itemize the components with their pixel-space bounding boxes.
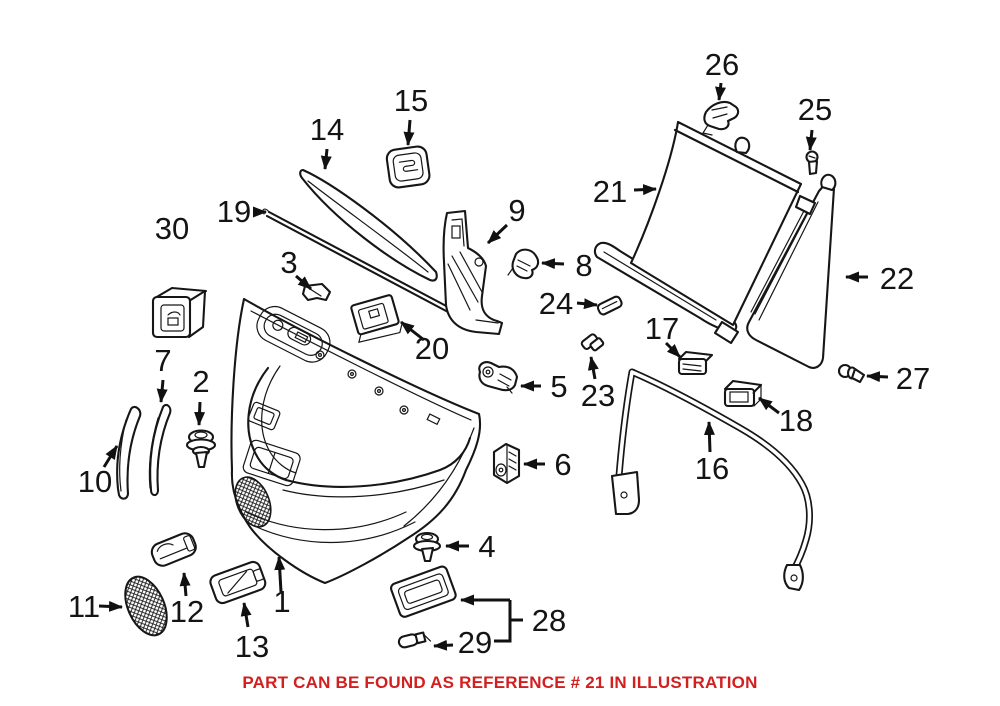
part-label-30: 30 [155, 211, 189, 246]
part-8-bracket [507, 248, 540, 280]
part-label-11: 11 [68, 589, 100, 624]
part-12-switch-trim [150, 532, 197, 567]
part-label-16: 16 [695, 451, 729, 486]
part-5-bracket [478, 361, 519, 394]
reference-caption: PART CAN BE FOUND AS REFERENCE # 21 IN I… [242, 673, 758, 692]
part-label-9: 9 [508, 193, 525, 228]
part-26-blind-clip [702, 100, 740, 136]
part-label-10: 10 [78, 464, 112, 499]
part-15-cap-clip [385, 145, 431, 189]
leader-arrows [98, 82, 889, 651]
part-18-guide-clip [723, 379, 763, 408]
part-14-door-trim-strip [299, 168, 438, 282]
part-1-door-trim-panel [230, 297, 482, 585]
part-label-8: 8 [575, 248, 592, 283]
part-label-26: 26 [705, 47, 739, 82]
part-27-screw [837, 363, 866, 384]
part-24-clip [596, 295, 623, 316]
part-label-13: 13 [235, 629, 269, 664]
part-label-18: 18 [779, 403, 813, 438]
part-label-21: 21 [593, 174, 627, 209]
part-label-17: 17 [645, 311, 679, 346]
part-11-speaker-grille [124, 575, 168, 637]
part-4-push-rivet [412, 531, 442, 563]
part-6-clip-block [492, 442, 521, 485]
part-28-lamp-lens [390, 565, 457, 618]
part-7-trim-strip [148, 403, 172, 497]
part-2-push-rivet [185, 429, 217, 469]
part-label-27: 27 [896, 361, 930, 396]
part-label-2: 2 [192, 364, 209, 399]
part-13-handle-cup [209, 560, 267, 605]
part-label-22: 22 [880, 261, 914, 296]
part-label-28: 28 [532, 603, 566, 638]
part-label-15: 15 [394, 83, 428, 118]
part-label-7: 7 [154, 343, 171, 378]
part-30-compartment-box [151, 286, 208, 339]
part-label-29: 29 [458, 625, 492, 660]
part-23-rivet-clip [580, 333, 605, 352]
part-label-12: 12 [170, 594, 204, 629]
part-label-19: 19 [217, 194, 251, 229]
part-label-25: 25 [798, 92, 832, 127]
part-20-housing [350, 294, 403, 344]
part-9-guide-bracket [442, 209, 504, 336]
part-16-window-frame [610, 368, 813, 592]
part-label-14: 14 [310, 112, 344, 147]
part-label-5: 5 [550, 369, 567, 404]
part-10-trim-strip [116, 405, 142, 500]
part-21-roller-sunblind [593, 120, 803, 345]
part-label-3: 3 [280, 245, 297, 280]
part-25-screw [805, 150, 819, 176]
part-label-20: 20 [415, 331, 449, 366]
part-label-6: 6 [554, 447, 571, 482]
part-29-bulb [397, 631, 432, 649]
part-22-quarter-glass [746, 173, 837, 369]
part-label-23: 23 [581, 378, 615, 413]
part-label-4: 4 [478, 529, 495, 564]
part-label-24: 24 [539, 286, 573, 321]
part-label-1: 1 [273, 584, 290, 619]
part-17-guide-clip [677, 350, 714, 376]
